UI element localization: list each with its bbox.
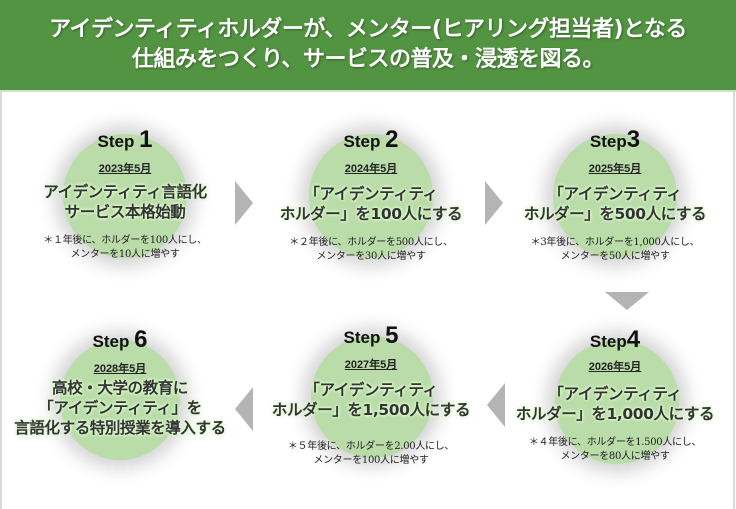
step-title: アイデンティティ言語化 サービス本格始動 [10,182,240,222]
step-note-line: メンターを100人に増やす [313,455,429,466]
arrow-right-icon [485,181,503,225]
step-date: 2023年5月 [98,163,152,175]
step-word: Step [97,132,135,151]
step-title-line: 言語化する特別授業を導入する [14,419,226,437]
step-note: ＊１年後に、ホルダーを100人にし、 メンターを10人に増やす [10,234,240,262]
step-date: 2027年5月 [344,359,398,371]
step-word: Step [343,328,381,347]
step-number: 4 [626,326,641,353]
step-note: ＊２年後に、ホルダーを500人にし、 メンターを30人に増やす [256,236,486,264]
step-word: Step [589,132,627,151]
arrow-left-icon [487,383,505,427]
step-label: Step4 [500,326,730,354]
step-note-line: メンターを30人に増やす [316,251,426,262]
step-circle [63,134,187,258]
step-2: Step 2 2024年5月 「アイデンティティ ホルダー」を100人にする ＊… [256,122,486,282]
arrow-right-icon [235,181,253,225]
step-note-line: メンターを50人に増やす [560,251,670,262]
step-label: Step 1 [10,126,240,154]
step-title-line: ホルダー」を1,000人にする [515,405,715,423]
step-note-line: ＊２年後に、ホルダーを500人にし、 [289,237,453,248]
step-number: 2 [385,126,399,153]
step-title: 「アイデンティティ ホルダー」を1,500人にする [256,380,486,420]
step-title-line: 「アイデンティティ [548,185,682,203]
step-title-line: 「アイデンティティ [548,385,682,403]
step-title: 高校・大学の教育に 「アイデンティティ」を 言語化する特別授業を導入する [5,378,235,438]
step-label: Step 2 [256,126,486,154]
arrow-left-icon [235,387,253,431]
step-1: Step 1 2023年5月 アイデンティティ言語化 サービス本格始動 ＊１年後… [10,122,240,282]
step-note: ＊3年後に、ホルダーを1,000人にし、 メンターを50人に増やす [500,236,730,264]
step-title-line: 「アイデンティティ」を [38,399,202,417]
step-label: Step 6 [5,326,235,354]
step-number: 1 [139,126,153,153]
step-note-line: ＊５年後に、ホルダーを2.00人にし、 [287,441,455,452]
header-banner: アイデンティティホルダーが、メンター(ヒアリング担当者)となる 仕組みをつくり、… [0,0,736,92]
step-note: ＊５年後に、ホルダーを2.00人にし、 メンターを100人に増やす [256,440,486,468]
arrow-down-icon [605,292,649,310]
step-note-line: メンターを80人に増やす [560,451,670,462]
step-date: 2028年5月 [93,363,147,375]
step-circle [553,134,677,258]
step-3: Step3 2025年5月 「アイデンティティ ホルダー」を500人にする ＊3… [500,122,730,282]
step-circle [309,134,433,258]
step-note-line: ＊１年後に、ホルダーを100人にし、 [43,235,207,246]
step-title-line: 「アイデンティティ [304,381,438,399]
step-date: 2024年5月 [344,163,398,175]
step-circle [311,336,433,458]
step-word: Step [343,132,381,151]
step-title-line: サービス本格始動 [64,203,186,221]
step-number: 3 [626,126,641,153]
step-title-line: 「アイデンティティ [304,185,438,203]
header-title-line-2: 仕組みをつくり、サービスの普及・浸透を図る。 [131,47,605,72]
step-word: Step [92,332,130,351]
step-6: Step 6 2028年5月 高校・大学の教育に 「アイデンティティ」を 言語化… [5,322,235,482]
step-number: 5 [385,322,399,349]
step-5: Step 5 2027年5月 「アイデンティティ ホルダー」を1,500人にする… [256,318,486,478]
step-date: 2025年5月 [588,163,642,175]
step-date: 2026年5月 [588,361,642,373]
step-label: Step3 [500,126,730,154]
header-title-line-1: アイデンティティホルダーが、メンター(ヒアリング担当者)となる [49,17,687,42]
step-title-line: ホルダー」を1,500人にする [271,401,471,419]
step-note: ＊４年後に、ホルダーを1.500人にし、 メンターを80人に増やす [500,436,730,464]
step-title-line: ホルダー」を500人にする [523,205,707,223]
step-title: 「アイデンティティ ホルダー」を100人にする [256,184,486,224]
step-title-line: ホルダー」を100人にする [279,205,463,223]
step-4: Step4 2026年5月 「アイデンティティ ホルダー」を1,000人にする … [500,322,730,482]
step-title-line: アイデンティティ言語化 [43,183,207,201]
step-note-line: ＊3年後に、ホルダーを1,000人にし、 [530,237,700,248]
step-note-line: メンターを10人に増やす [70,249,180,260]
step-title-line: 高校・大学の教育に [52,379,188,397]
step-label: Step 5 [256,322,486,350]
step-circle [555,340,679,464]
step-word: Step [589,332,627,351]
step-title: 「アイデンティティ ホルダー」を1,000人にする [500,384,730,424]
step-note-line: ＊４年後に、ホルダーを1.500人にし、 [528,437,702,448]
step-number: 6 [134,326,148,353]
step-title: 「アイデンティティ ホルダー」を500人にする [500,184,730,224]
step-circle [60,340,180,460]
